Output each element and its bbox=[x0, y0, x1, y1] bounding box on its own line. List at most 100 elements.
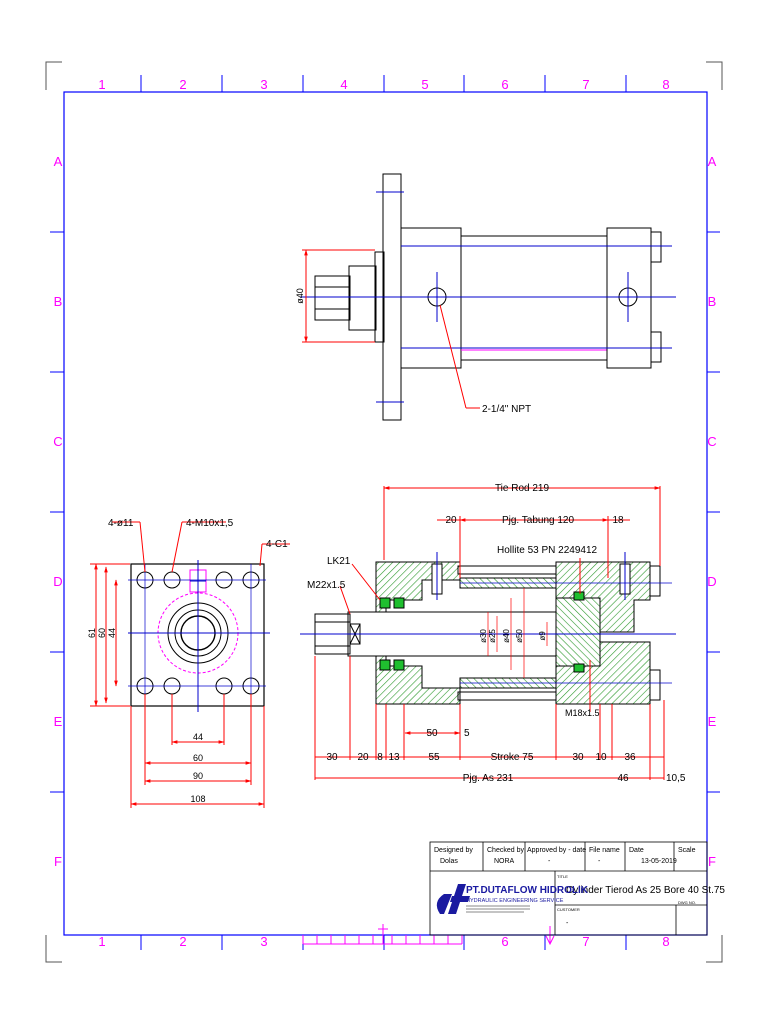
col-label-bottom: 2 bbox=[179, 934, 186, 949]
col-label-top: 2 bbox=[179, 77, 186, 92]
col-label-bottom: 3 bbox=[260, 934, 267, 949]
dim-90: 90 bbox=[193, 771, 203, 781]
top-view-nut bbox=[650, 331, 662, 363]
dim-60-horizontal: 60 bbox=[193, 753, 203, 763]
dim-8: 8 bbox=[377, 752, 383, 763]
approved-by-value: - bbox=[548, 858, 551, 865]
row-label-right: C bbox=[707, 434, 716, 449]
piston bbox=[555, 597, 601, 667]
col-label-top: 7 bbox=[582, 77, 589, 92]
col-label-top: 3 bbox=[260, 77, 267, 92]
col-label-top: 8 bbox=[662, 77, 669, 92]
file-name-label: File name bbox=[589, 847, 620, 854]
col-label-top: 4 bbox=[340, 77, 347, 92]
company-name: PT.DUTAFLOW HIDROLIK bbox=[466, 885, 589, 896]
customer-label: CUSTOMER bbox=[557, 907, 580, 912]
row-label-left: E bbox=[54, 714, 63, 729]
dim-108: 108 bbox=[190, 794, 205, 804]
drawing-title: Cylinder Tierod As 25 Bore 40 St.75 bbox=[566, 885, 725, 896]
overall-length: Pjg. As 231 bbox=[463, 773, 514, 784]
col-label-top: 1 bbox=[98, 77, 105, 92]
dim-30-left: 30 bbox=[326, 752, 338, 763]
dia-30: ø30 bbox=[479, 629, 488, 643]
row-label-left: D bbox=[53, 574, 62, 589]
title-block bbox=[429, 841, 708, 936]
dim-50: 50 bbox=[426, 728, 438, 739]
rod-seal bbox=[393, 659, 405, 671]
tie-rod-nut bbox=[649, 565, 661, 597]
file-name-value: - bbox=[598, 858, 601, 865]
seal-note: Hollite 53 PN 2249412 bbox=[497, 545, 598, 556]
dim-18-top: 18 bbox=[612, 515, 624, 526]
top-view-rod bbox=[348, 265, 377, 331]
date-label: Date bbox=[629, 847, 644, 854]
company-subtitle: HYDRAULIC ENGINEERING SERVICE bbox=[466, 898, 564, 904]
dim-5: 5 bbox=[464, 728, 470, 739]
row-label-right: D bbox=[707, 574, 716, 589]
dim-36: 36 bbox=[624, 752, 636, 763]
date-value: 13-05-2019 bbox=[641, 858, 677, 865]
dim-20-top: 20 bbox=[445, 515, 457, 526]
dwg-no-label: DWG NO. bbox=[678, 900, 696, 905]
dim-61: 61 bbox=[87, 628, 97, 638]
designed-by-label: Designed by bbox=[434, 847, 473, 854]
dia-9: ø9 bbox=[538, 631, 547, 641]
rod-seal bbox=[379, 659, 391, 671]
tube-length: Pjg. Tabung 120 bbox=[502, 515, 575, 526]
col-label-top: 5 bbox=[421, 77, 428, 92]
col-label-bottom: 6 bbox=[501, 934, 508, 949]
port-note: 2-1/4" NPT bbox=[482, 404, 531, 415]
stroke-length: Stroke 75 bbox=[491, 752, 534, 763]
dia-50: ø50 bbox=[515, 629, 524, 643]
dim-55: 55 bbox=[428, 752, 440, 763]
rod-seal bbox=[393, 597, 405, 609]
top-view-rear-cap bbox=[606, 227, 652, 369]
approved-by-label: Approved by - date bbox=[527, 847, 586, 854]
section-view: Tie Rod 219 Pjg. Tabung 120 20 18 Hollit… bbox=[300, 483, 686, 784]
tie-rod-nut bbox=[649, 669, 661, 701]
dia-25: ø25 bbox=[488, 629, 497, 643]
row-label-left: B bbox=[54, 294, 63, 309]
company-logo bbox=[436, 884, 470, 914]
row-label-right: F bbox=[708, 854, 716, 869]
top-view-tube bbox=[460, 235, 608, 361]
row-label-left: A bbox=[54, 154, 63, 169]
row-label-right: A bbox=[708, 154, 717, 169]
holes-note: 4-ø11 bbox=[108, 518, 134, 529]
dim-13: 13 bbox=[388, 752, 400, 763]
row-label-left: C bbox=[53, 434, 62, 449]
tie-rod-length: Tie Rod 219 bbox=[495, 483, 550, 494]
row-label-right: E bbox=[708, 714, 717, 729]
dim-30-right: 30 bbox=[572, 752, 584, 763]
sheet-corner-marks bbox=[45, 61, 723, 963]
col-label-bottom: 7 bbox=[582, 934, 589, 949]
col-label-bottom: 1 bbox=[98, 934, 105, 949]
grid-labels: 1 2 3 4 5 6 7 8 1 2 3 6 7 8 A B C D E F … bbox=[53, 77, 716, 949]
rod-seal bbox=[379, 597, 391, 609]
top-view-nut bbox=[650, 231, 662, 263]
drawing-frame bbox=[63, 91, 708, 936]
dim-10-5: 10,5 bbox=[666, 773, 686, 784]
end-view: 4-ø11 4-M10x1,5 4-C1 61 60 44 44 60 90 1… bbox=[87, 518, 290, 808]
col-label-top: 6 bbox=[501, 77, 508, 92]
lk-note: LK21 bbox=[327, 556, 351, 567]
dim-46: 46 bbox=[617, 773, 629, 784]
title-block-text: Designed by Dolas Checked by NORA Approv… bbox=[434, 847, 725, 927]
grid-ticks bbox=[50, 75, 720, 950]
customer-value: - bbox=[566, 920, 569, 927]
row-label-left: F bbox=[54, 854, 62, 869]
row-label-right: B bbox=[708, 294, 717, 309]
top-view-front-cap bbox=[400, 227, 462, 369]
checked-by-label: Checked by bbox=[487, 847, 524, 854]
top-view-rod-end bbox=[314, 275, 351, 321]
piston-thread-note: M18x1.5 bbox=[565, 708, 600, 718]
dim-10: 10 bbox=[595, 752, 607, 763]
top-view: ø40 2-1/4" NPT bbox=[295, 173, 676, 421]
scale-label: Scale bbox=[678, 847, 696, 854]
checked-by-value: NORA bbox=[494, 858, 515, 865]
dim-44-horizontal: 44 bbox=[193, 732, 203, 742]
rod-thread-note: M22x1.5 bbox=[307, 580, 346, 591]
dim-diameter-40: ø40 bbox=[295, 288, 305, 304]
dim-44-vertical: 44 bbox=[107, 628, 117, 638]
